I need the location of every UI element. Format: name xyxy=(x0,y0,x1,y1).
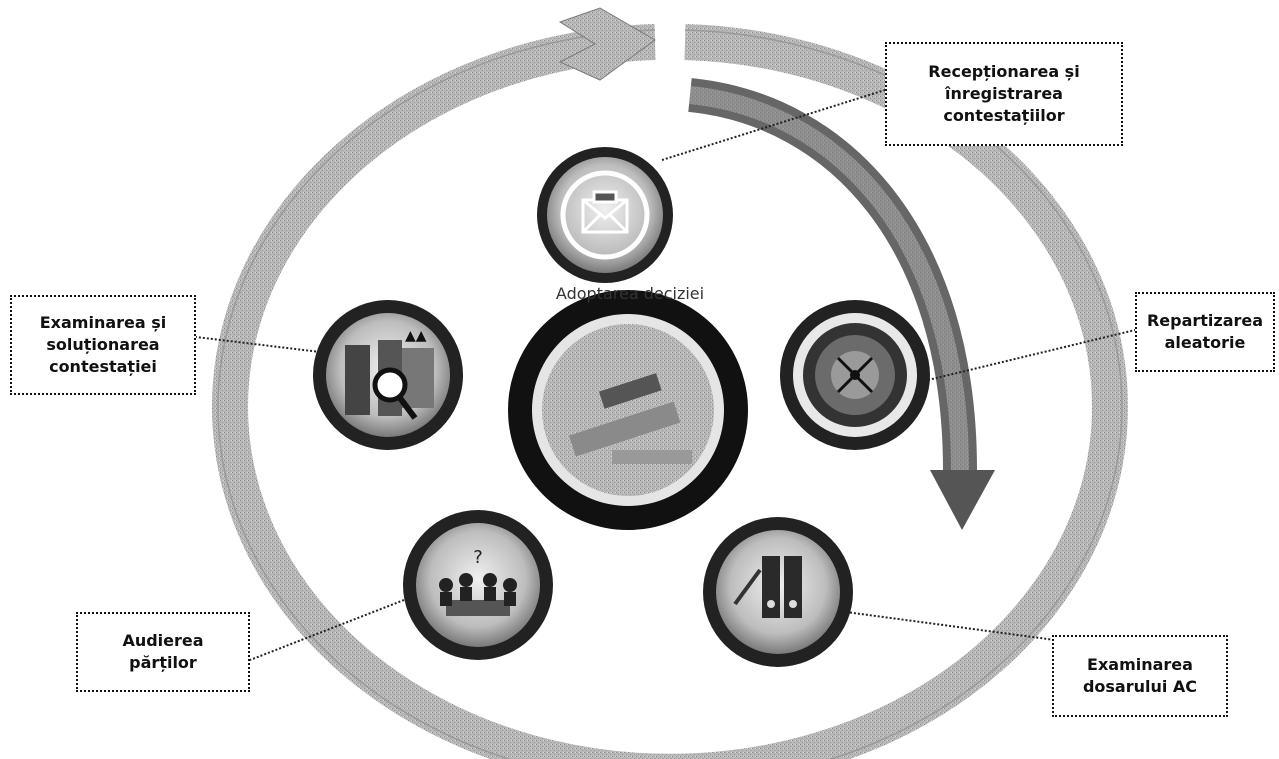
node-examinare-solutionare: ▲▲ xyxy=(313,300,463,450)
label-line: Audierea xyxy=(122,631,204,650)
node-examinare-dosar xyxy=(703,517,853,667)
label-line: soluționarea xyxy=(46,335,160,354)
binders-icon xyxy=(733,556,802,618)
label-line: aleatorie xyxy=(1164,333,1246,352)
label-line: dosarului AC xyxy=(1082,677,1198,696)
svg-text:?: ? xyxy=(473,547,483,568)
label-audiere: Audierea părților xyxy=(76,612,250,692)
label-line: Recepționarea și xyxy=(928,62,1080,81)
roulette-icon xyxy=(815,335,895,415)
node-receptionare xyxy=(537,147,673,283)
gavel-icon xyxy=(568,373,692,464)
node-center-decision xyxy=(508,290,748,530)
label-line: Examinarea xyxy=(1087,655,1193,674)
label-receptionare: Recepționarea și înregistrarea contestaț… xyxy=(885,42,1123,146)
outer-cycle-ring xyxy=(212,24,1128,759)
label-repartizare: Repartizarea aleatorie xyxy=(1135,292,1275,372)
label-line: înregistrarea xyxy=(945,84,1063,103)
label-line: părților xyxy=(129,653,197,672)
inner-dark-arrow xyxy=(688,78,995,530)
node-repartizare xyxy=(780,300,930,450)
connectors xyxy=(195,89,1136,661)
label-examinare-solutionare: Examinarea și soluționarea contestației xyxy=(10,295,196,395)
label-line: Examinarea și xyxy=(39,313,167,332)
label-line: contestației xyxy=(49,357,157,376)
node-audiere: ? xyxy=(403,510,553,660)
meeting-icon: ? xyxy=(439,547,517,616)
cycle-arrowhead xyxy=(558,7,656,81)
label-line: contestațiilor xyxy=(943,106,1065,125)
magnifier-document-icon: ▲▲ xyxy=(345,328,434,420)
svg-text:▲▲: ▲▲ xyxy=(405,328,427,344)
center-title: Adoptarea deciziei xyxy=(555,284,705,303)
label-line: Repartizarea xyxy=(1146,311,1264,330)
envelope-icon xyxy=(581,190,629,234)
label-examinare-dosar: Examinarea dosarului AC xyxy=(1052,635,1228,717)
